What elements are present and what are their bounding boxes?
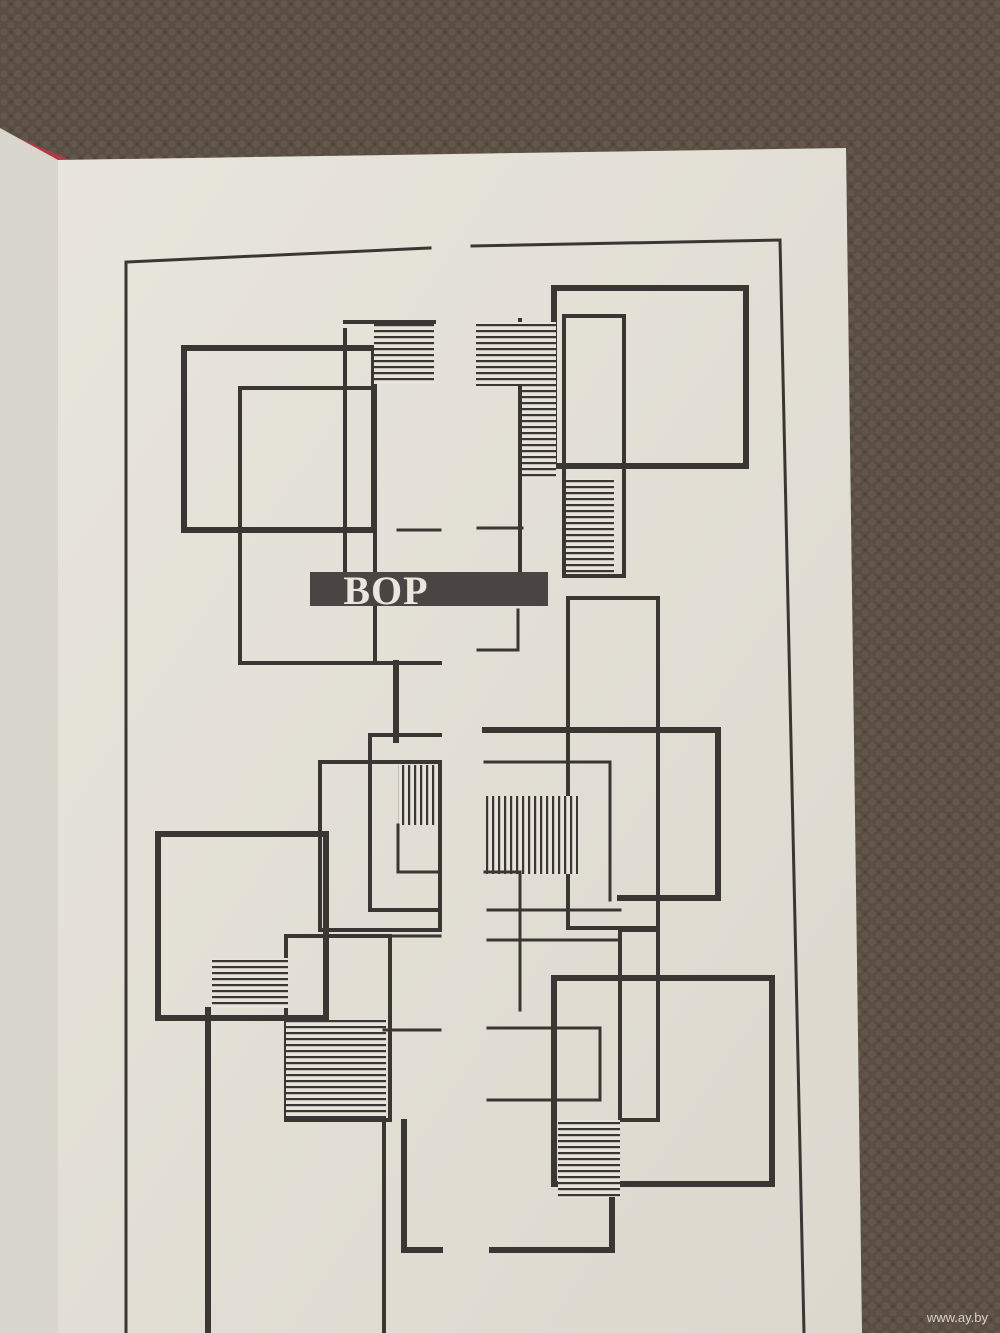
hatch-top-right-lower (566, 478, 614, 574)
title-band (310, 572, 548, 606)
hatch-top-right-upper (476, 322, 556, 386)
hatch-lower-right (558, 1120, 620, 1198)
hatch-top-left (374, 322, 434, 384)
hatch-top-right-column (522, 386, 556, 478)
hatch-middle-right (486, 796, 578, 874)
hatch-lower-left-a (212, 958, 288, 1008)
outer-border (124, 238, 806, 1333)
hatch-lower-left-b (286, 1020, 386, 1118)
cover-artwork (124, 238, 806, 1333)
book-page (58, 148, 862, 1333)
hatch-middle-left (398, 765, 438, 825)
title-label: ВОР (343, 568, 428, 613)
left-page (0, 128, 58, 1333)
watermark: www.ay.by (926, 1310, 989, 1325)
